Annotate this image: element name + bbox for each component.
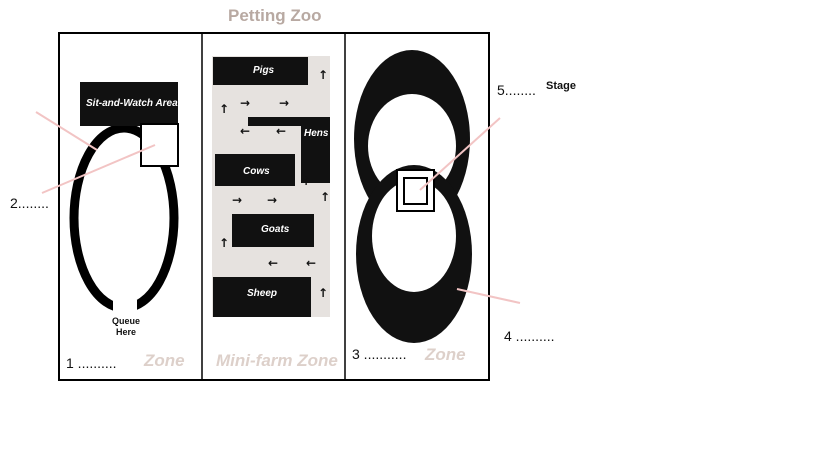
- blank-5: 5........: [497, 82, 536, 98]
- arrow-up-icon: ↑: [318, 286, 329, 300]
- arrow-up-icon: ↑: [219, 236, 230, 250]
- arrow-right-icon: →: [267, 193, 278, 207]
- pigs-label: Pigs: [253, 65, 275, 76]
- arrow-left-icon: ←: [268, 256, 279, 270]
- mini-farm-zone-label: Mini-farm Zone: [216, 351, 338, 370]
- pointer-to-stage: [419, 117, 501, 191]
- pen-pigs: [213, 57, 308, 85]
- diagram-title: Petting Zoo: [228, 6, 322, 25]
- arrow-up-icon: ↑: [318, 68, 329, 82]
- zone1-zone-word: Zone: [144, 351, 185, 370]
- goats-label: Goats: [261, 224, 290, 235]
- arrow-left-icon: ←: [276, 124, 287, 138]
- cows-label: Cows: [243, 166, 270, 177]
- zone1-track: [69, 123, 179, 320]
- queue-here-label: Queue Here: [112, 316, 140, 338]
- arrow-right-icon: →: [240, 96, 251, 110]
- pen-goats: [232, 214, 314, 247]
- arrow-left-icon: ←: [306, 256, 317, 270]
- hens-label: Hens: [304, 128, 329, 139]
- stage-label: Stage: [546, 80, 576, 92]
- arrow-up-icon: ↑: [301, 174, 312, 188]
- arrow-up-icon: ↑: [219, 102, 230, 116]
- pointer-to-square: [41, 144, 156, 194]
- arrow-up-icon: ↑: [320, 190, 331, 204]
- pointer-to-track: [35, 111, 98, 151]
- sit-and-watch-area: [80, 82, 178, 126]
- sheep-label: Sheep: [247, 288, 278, 299]
- blank-2: 2........: [10, 195, 49, 211]
- zone1-blank: 1 ..........: [66, 355, 117, 371]
- queue-word: Queue: [112, 316, 141, 326]
- mini-farm-paths: [212, 56, 330, 317]
- arrow-right-icon: →: [232, 193, 243, 207]
- blank-4: 4 ..........: [504, 328, 555, 344]
- zone3-zone-word: Zone: [425, 345, 466, 364]
- zone3-blank: 3 ...........: [352, 346, 407, 362]
- zone1-small-square: [140, 123, 179, 167]
- sit-and-watch-label: Sit-and-Watch Area: [86, 98, 178, 109]
- pen-sheep: [213, 277, 311, 317]
- arrow-left-icon: ←: [240, 124, 251, 138]
- stage-square: [396, 169, 435, 212]
- pen-cows: [215, 154, 295, 186]
- pointer-lines: [35, 111, 521, 304]
- pointer-to-ring: [456, 288, 521, 304]
- here-word: Here: [116, 327, 137, 337]
- pen-hens: [248, 117, 330, 183]
- arrow-right-icon: →: [279, 96, 290, 110]
